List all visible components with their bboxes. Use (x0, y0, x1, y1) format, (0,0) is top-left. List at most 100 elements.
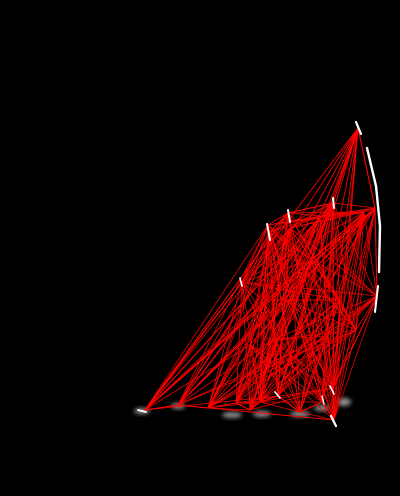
edge-highlight (266, 223, 271, 241)
white-highlight-layer (137, 120, 382, 428)
wire-edge (299, 411, 335, 421)
wire-edge (321, 387, 334, 403)
ground-glow-spot (222, 412, 242, 418)
wire-edge (267, 212, 289, 226)
wire-edge (287, 211, 365, 214)
wire-edge (271, 295, 378, 341)
wire-edge (277, 335, 329, 397)
wire-edge (319, 211, 365, 217)
edge-highlight (377, 224, 382, 274)
wire-edge (235, 281, 243, 404)
wire-edge (289, 227, 378, 297)
wire-edge (177, 207, 376, 406)
wire-edge (207, 281, 243, 409)
wire-edge (332, 202, 341, 301)
wire-edge (207, 329, 357, 409)
edge-highlight (329, 414, 338, 428)
edge-highlight (239, 277, 243, 287)
wire-edge (285, 299, 334, 389)
wire-edge (277, 395, 301, 413)
edge-highlight (274, 391, 281, 399)
wire-edge (287, 212, 378, 297)
wire-edge (363, 211, 378, 297)
wire-edge (311, 259, 378, 297)
wire-edge (144, 227, 291, 411)
wire-edge (357, 127, 376, 209)
wire-edge (269, 231, 357, 331)
wire-edge (241, 281, 263, 301)
edge-highlight (374, 184, 382, 228)
wire-edge (259, 339, 273, 403)
wire-edge (261, 231, 271, 301)
wire-edge (332, 295, 378, 389)
wire-edge (144, 207, 376, 411)
wire-edge (285, 215, 321, 301)
wire-edge (261, 215, 321, 301)
wire-edge (332, 202, 357, 331)
edge-highlight (354, 120, 363, 136)
wire-edge (235, 387, 334, 404)
wire-edge (207, 335, 329, 409)
wire-edge (249, 231, 271, 346)
wire-edge (144, 344, 251, 411)
wire-edge (285, 227, 291, 301)
wire-edge (311, 259, 335, 421)
wire-edge (144, 212, 289, 411)
wire-edge (207, 329, 301, 409)
wire-edge (271, 335, 329, 341)
wire-edge (144, 395, 279, 411)
wire-edge (177, 212, 289, 406)
wire-edge (235, 344, 251, 404)
wire-edge (241, 281, 323, 403)
wire-edge (235, 329, 301, 404)
wire-edge (207, 339, 273, 409)
wire-edge (311, 215, 321, 261)
wire-edge (277, 329, 301, 397)
wire-edge (241, 259, 313, 283)
edge-highlight (137, 409, 147, 413)
wire-edge (332, 127, 359, 204)
wire-edge (271, 329, 357, 341)
wire-edge (299, 299, 341, 331)
wire-edge (339, 299, 357, 331)
wire-edge (285, 202, 334, 301)
wire-edge (261, 227, 291, 301)
wire-edge (235, 401, 261, 404)
wire-edge (332, 211, 365, 389)
wire-edge (249, 387, 334, 411)
edge-highlight (332, 197, 335, 209)
wire-edge (271, 339, 334, 389)
wire-edge (249, 207, 376, 346)
wire-edge (267, 211, 365, 226)
wire-edge (277, 295, 378, 397)
wire-edge (333, 299, 341, 421)
wire-edge (311, 211, 365, 261)
wire-edge (207, 299, 341, 409)
wire-edge (332, 127, 359, 389)
wire-edge (332, 202, 378, 297)
wire-edge (332, 299, 341, 389)
wire-edge (177, 335, 329, 406)
wire-edge (261, 299, 301, 413)
edge-highlight (287, 209, 291, 223)
wire-edge (241, 211, 365, 283)
wire-edge (299, 335, 329, 413)
wire-edge (207, 299, 287, 409)
wire-edge (285, 299, 357, 331)
wire-edge (332, 329, 357, 389)
wire-edge (144, 224, 269, 411)
wire-edge (269, 231, 301, 331)
wire-edge (332, 202, 376, 209)
wire-edge (333, 329, 357, 421)
wire-edge (259, 329, 357, 403)
wire-edge (235, 295, 378, 404)
wire-edge (299, 259, 313, 331)
edge-highlight (321, 395, 325, 405)
wire-edge (241, 227, 291, 283)
wire-edge (333, 295, 378, 421)
edge-highlight (365, 146, 378, 188)
wire-edge (249, 344, 301, 413)
wire-edge (269, 202, 334, 233)
wire-edge (355, 295, 378, 331)
wire-edge (207, 407, 335, 421)
